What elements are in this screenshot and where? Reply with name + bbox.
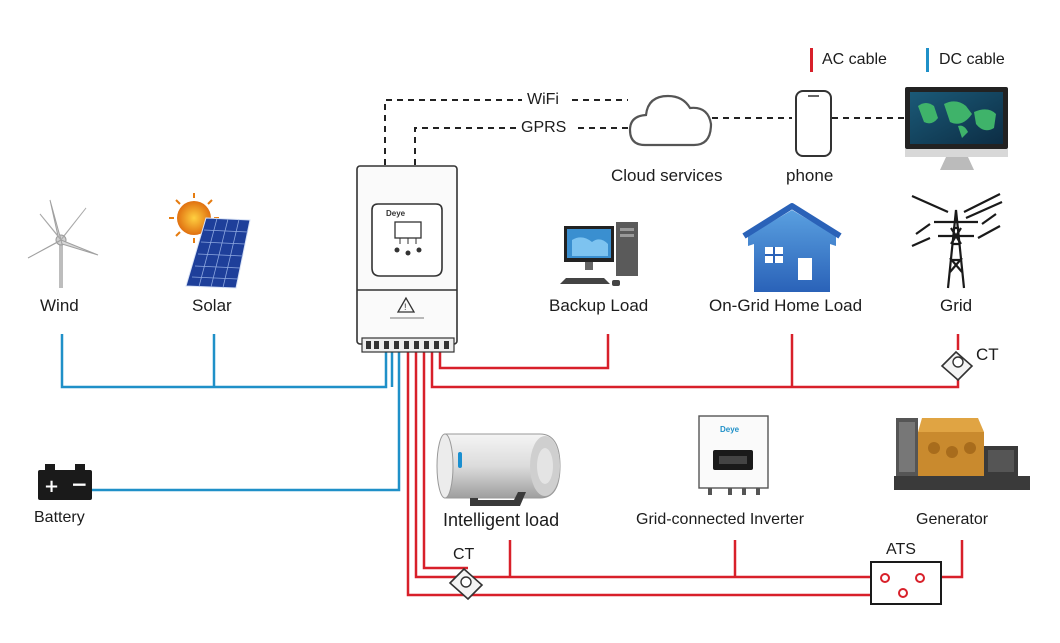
dc-cable-wind — [60, 334, 388, 389]
ac-cable-ct-loop — [422, 350, 468, 570]
gprs-link — [414, 127, 516, 165]
ac-cable-gen-loop-2 — [406, 350, 880, 597]
grid-label: Grid — [940, 296, 973, 315]
legend-dc-label: DC cable — [939, 51, 1005, 68]
ac-cables — [406, 334, 964, 597]
comm-links — [384, 99, 905, 165]
ac-cable-backup-load — [438, 334, 610, 370]
grid-inverter-label: Grid-connected Inverter — [636, 511, 805, 528]
ct-bottom-label: CT — [453, 546, 475, 563]
ats-label: ATS — [886, 541, 916, 558]
monitor-icon — [905, 87, 1008, 170]
battery-icon: + − — [38, 464, 92, 500]
inverter-brand: Deye — [386, 209, 406, 218]
wifi-link — [384, 99, 522, 165]
solar-label: Solar — [192, 296, 232, 315]
dc-cable-battery — [92, 350, 401, 492]
intelligent-load-label: Intelligent load — [443, 510, 560, 530]
grid-tower-icon — [911, 193, 1003, 289]
cloud-services-label: Cloud services — [611, 166, 723, 185]
svg-text:!: ! — [404, 302, 407, 312]
ct-clamp-grid-icon — [940, 350, 974, 382]
ats-switch-icon — [870, 561, 942, 605]
ct-clamp-bottom-icon — [448, 567, 484, 601]
backup-load-label: Backup Load — [549, 296, 649, 315]
backup-load-pc-icon — [560, 222, 638, 286]
svg-text:−: − — [71, 472, 88, 496]
dc-cables — [60, 334, 401, 492]
wind-turbine-icon — [27, 199, 99, 288]
ac-cable-gen-loop — [414, 350, 880, 579]
phone-label: phone — [786, 166, 834, 185]
battery-label: Battery — [34, 509, 85, 526]
legend-ac-label: AC cable — [822, 51, 887, 68]
svg-text:+: + — [44, 476, 59, 497]
cloud-icon — [628, 94, 713, 147]
home-load-label: On-Grid Home Load — [709, 296, 863, 315]
ac-legend-mark — [810, 48, 813, 72]
wind-label: Wind — [40, 296, 79, 315]
water-heater-icon — [436, 433, 561, 506]
gprs-label: GPRS — [521, 119, 567, 136]
generator-icon — [894, 418, 1030, 490]
hybrid-inverter: Deye ! — [356, 165, 458, 353]
generator-label: Generator — [916, 511, 989, 528]
house-icon — [742, 203, 842, 292]
solar-panel-icon — [169, 193, 251, 289]
grid-inverter-brand: Deye — [720, 425, 740, 434]
grid-inverter-device-icon: Deye — [698, 415, 769, 495]
ct-grid-label: CT — [976, 345, 999, 364]
phone-icon — [795, 90, 832, 157]
dc-legend-mark — [926, 48, 929, 72]
wifi-label: WiFi — [527, 91, 559, 108]
